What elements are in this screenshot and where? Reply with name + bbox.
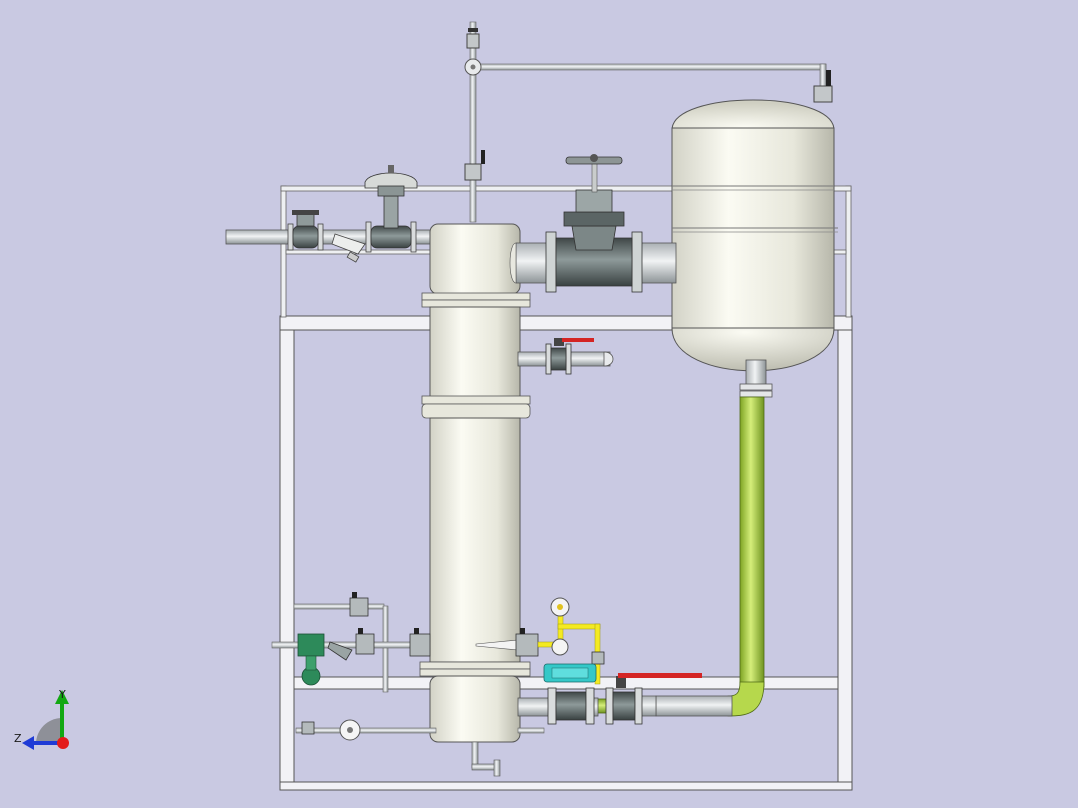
column-shell-upper — [429, 306, 521, 398]
right-bottom-stub — [517, 727, 545, 734]
sample-ball-valve-icon[interactable] — [545, 338, 594, 375]
column-shell-lower — [429, 417, 521, 663]
upper-drain-drop — [382, 605, 389, 693]
actuator-diaphragm — [364, 172, 418, 189]
inlet-steam-line[interactable] — [225, 165, 433, 263]
vent-lower-valve-icon[interactable] — [464, 163, 482, 181]
reducer — [639, 695, 657, 717]
tank-shell — [671, 127, 835, 331]
upper-drain-line — [293, 603, 385, 610]
trap-strainer-icon[interactable] — [327, 641, 353, 661]
handwheel-icon[interactable] — [565, 154, 623, 165]
strainer-icon[interactable] — [331, 233, 366, 263]
inlet-gate-valve-icon[interactable] — [287, 210, 324, 251]
instrument-line-h — [557, 623, 601, 630]
tank-vent-valve-handle — [826, 70, 831, 86]
vent-top-valve-handle — [468, 28, 478, 32]
axis-triad-icon[interactable]: Y Z — [14, 688, 69, 750]
handrail-top — [280, 185, 852, 192]
axis-x-dot — [57, 737, 69, 749]
vent-tee-center — [470, 64, 476, 70]
downcomer-pipe[interactable] — [595, 396, 765, 717]
deaerator-tank[interactable] — [671, 99, 838, 398]
crossover-line[interactable] — [509, 154, 677, 293]
column-bottom-head — [429, 675, 521, 743]
level-sensor-icon[interactable] — [543, 663, 597, 683]
tank-outlet-nozzle — [745, 359, 767, 387]
downcomer-horizontal — [655, 695, 733, 717]
control-valve-icon[interactable] — [364, 165, 418, 253]
column-flange-1 — [421, 292, 531, 301]
downcomer-vertical — [739, 396, 765, 688]
frame-bottom-beam — [279, 781, 853, 791]
handrail-post-right — [845, 185, 852, 318]
column-flange-5 — [419, 661, 531, 670]
small-instrument-valve-icon[interactable] — [591, 651, 605, 665]
axis-y-shaft — [60, 700, 64, 742]
axis-y-head — [55, 690, 69, 704]
steam-trap-line — [271, 641, 431, 649]
tank-outlet-flange — [739, 383, 773, 391]
lower-left-piping[interactable] — [271, 592, 545, 741]
trap-ball-valve-icon[interactable] — [355, 628, 375, 655]
vent-top-valve-icon[interactable] — [466, 33, 480, 49]
main-gate-valve-icon[interactable] — [545, 161, 643, 293]
vent-riser — [469, 21, 477, 223]
steam-trap-valve-icon[interactable] — [297, 633, 325, 686]
column-upper-head — [429, 223, 521, 295]
frame-left-post — [279, 316, 295, 788]
handrail-post-left — [280, 185, 287, 318]
bottom-flange-valve-icon[interactable] — [339, 719, 361, 741]
column-flange-2 — [421, 299, 531, 308]
bottom-line — [295, 727, 437, 734]
gauge-valve-icon[interactable] — [551, 638, 569, 656]
axis-z-shaft — [30, 741, 62, 745]
pressure-gauge-icon[interactable] — [550, 597, 570, 617]
tank-outlet-flange-2 — [739, 390, 773, 398]
axis-label-y: Y — [58, 688, 66, 701]
pump-ball-valve-icon[interactable] — [605, 673, 702, 725]
support-frame[interactable] — [279, 185, 853, 791]
axis-label-z: Z — [14, 732, 22, 745]
crossover-left-cap — [509, 242, 517, 284]
column-flange-3 — [421, 395, 531, 405]
sample-nozzle[interactable] — [517, 338, 614, 375]
sample-pipe-end — [603, 351, 614, 367]
upper-drain-valve-icon[interactable] — [349, 592, 369, 617]
column-drain-drop — [493, 759, 501, 777]
column-inlet-valve-icon[interactable] — [409, 628, 431, 657]
vent-header — [475, 63, 827, 71]
axis-triad-arc — [36, 718, 62, 744]
frame-right-post — [837, 316, 853, 788]
outlet-flange-valve-icon[interactable] — [547, 687, 595, 725]
tank-top-head — [671, 99, 835, 131]
axis-z-head — [22, 736, 34, 750]
heater-column[interactable] — [419, 223, 531, 777]
vent-lower-valve-handle — [481, 150, 485, 164]
bottom-small-valve-icon[interactable] — [301, 721, 315, 735]
vent-line[interactable] — [464, 21, 833, 223]
tank-vent-valve-icon[interactable] — [813, 85, 833, 103]
column-flange-6 — [419, 668, 531, 677]
column-flange-4 — [421, 403, 531, 419]
lower-right-piping[interactable] — [475, 597, 702, 725]
